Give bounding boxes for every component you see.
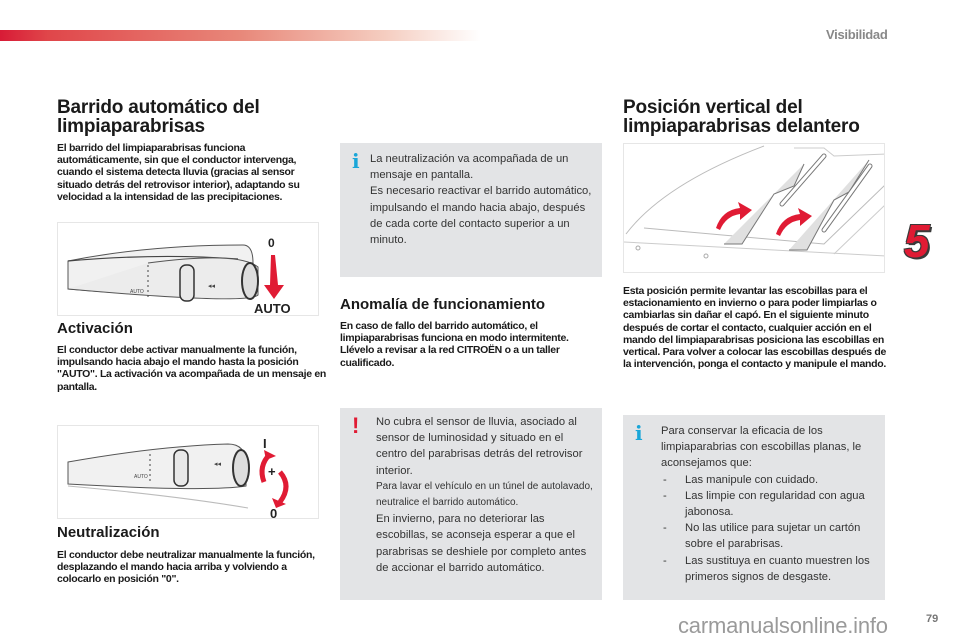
title-automatic-wiping: Barrido automático del limpiaparabrisas bbox=[57, 97, 260, 137]
title-activation: Activación bbox=[57, 320, 133, 337]
warning-paragraph: No cubra el sensor de lluvia, asociado a… bbox=[376, 416, 583, 477]
note-intro: Para conservar la eficacia de los limpia… bbox=[661, 425, 862, 470]
header-accent-bar bbox=[0, 30, 481, 41]
info-note-wiper-care: i Para conservar la eficacia de los limp… bbox=[623, 415, 885, 600]
warning-paragraph: En invierno, para no deteriorar las esco… bbox=[376, 513, 587, 574]
svg-text:0: 0 bbox=[268, 236, 275, 250]
svg-text:+: + bbox=[268, 464, 276, 479]
info-icon: i bbox=[352, 149, 360, 173]
info-icon: i bbox=[635, 421, 643, 445]
chapter-number: 5 bbox=[904, 215, 930, 267]
list-item: Las limpie con regularidad con agua jabo… bbox=[661, 488, 879, 520]
vertical-position-text: Esta posición permite levantar las escob… bbox=[623, 285, 887, 371]
svg-text:◂◂: ◂◂ bbox=[208, 283, 216, 290]
svg-text:I: I bbox=[263, 436, 267, 451]
section-label: Visibilidad bbox=[826, 27, 888, 42]
figure-stalk-neutral: AUTO ◂◂ I + 0 bbox=[57, 425, 319, 519]
neutralization-text: El conductor debe neutralizar manualment… bbox=[57, 549, 315, 586]
page-number: 79 bbox=[926, 613, 939, 625]
note-line: La neutralización va acompañada de un me… bbox=[370, 153, 569, 182]
svg-text:AUTO: AUTO bbox=[254, 301, 291, 316]
list-item: Las manipule con cuidado. bbox=[661, 472, 879, 488]
wiper-stalk-illustration: AUTO ◂◂ I + 0 bbox=[67, 436, 289, 519]
title-anomaly: Anomalía de funcionamiento bbox=[340, 296, 546, 313]
info-note-neutralization: i La neutralización va acompañada de un … bbox=[340, 143, 602, 277]
windscreen-illustration bbox=[624, 145, 884, 259]
title-vertical-position: Posición vertical del limpiaparabrisas d… bbox=[623, 97, 860, 137]
svg-text:AUTO: AUTO bbox=[130, 289, 144, 295]
activation-text: El conductor debe activar manualmente la… bbox=[57, 344, 327, 393]
title-neutralization: Neutralización bbox=[57, 524, 160, 541]
intro-text: El barrido del limpiaparabrisas funciona… bbox=[57, 142, 300, 203]
list-item: Las sustituya en cuanto muestren los pri… bbox=[661, 553, 879, 585]
warning-note-sensor: ! No cubra el sensor de lluvia, asociado… bbox=[340, 408, 602, 600]
watermark: carmanualsonline.info bbox=[678, 613, 888, 638]
figure-wipers-vertical bbox=[623, 143, 885, 273]
figure-stalk-auto: AUTO ◂◂ 0 AUTO bbox=[57, 222, 319, 316]
svg-text:◂◂: ◂◂ bbox=[214, 461, 222, 468]
svg-text:0: 0 bbox=[270, 506, 277, 519]
care-list: Las manipule con cuidado. Las limpie con… bbox=[661, 472, 879, 585]
warning-paragraph: Para lavar el vehículo en un túnel de au… bbox=[376, 480, 593, 509]
svg-text:AUTO: AUTO bbox=[134, 474, 148, 480]
wiper-stalk-illustration: AUTO ◂◂ 0 AUTO bbox=[67, 236, 291, 316]
warning-icon: ! bbox=[352, 413, 360, 438]
note-line: Es necesario reactivar el barrido automá… bbox=[370, 185, 592, 247]
anomaly-text: En caso de fallo del barrido automático,… bbox=[340, 320, 569, 369]
list-item: No las utilice para sujetar un cartón so… bbox=[661, 520, 879, 552]
